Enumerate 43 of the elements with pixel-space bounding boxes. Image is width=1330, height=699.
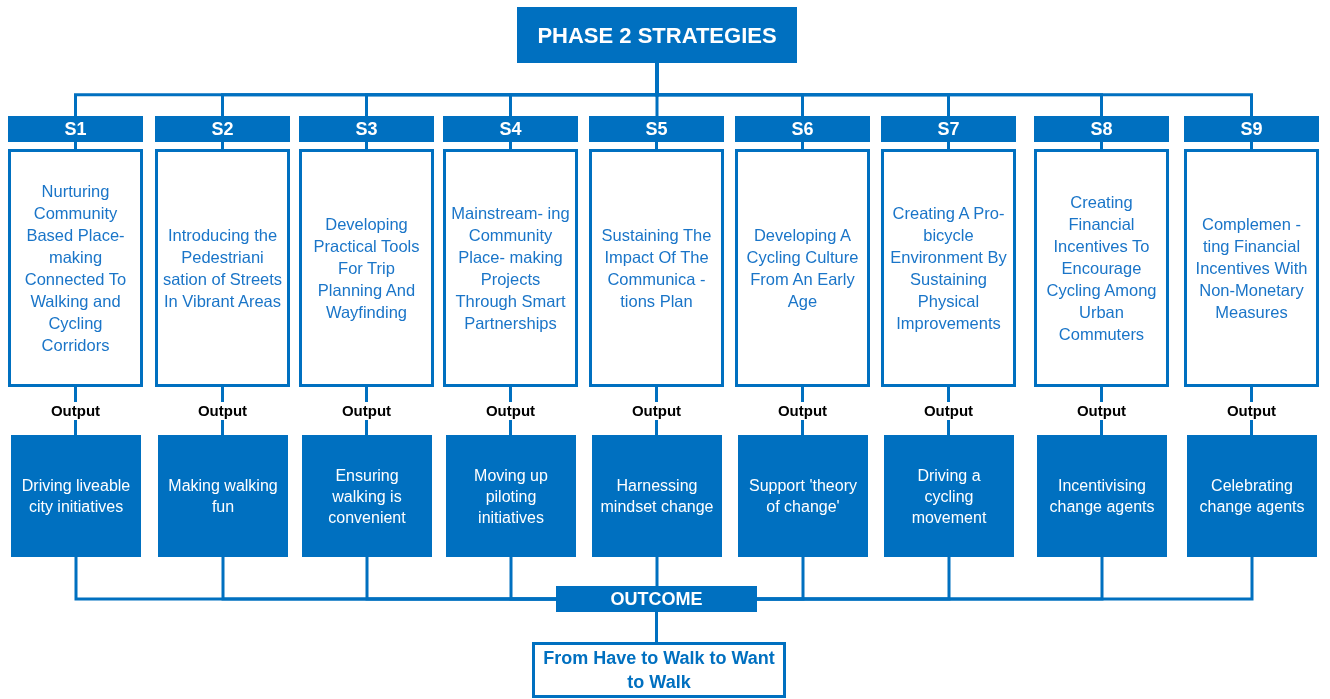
outcome-bar: OUTCOME	[556, 586, 757, 612]
strategy-box: Sustaining The Impact Of The Communica -tions Plan	[589, 149, 724, 387]
result-box: From Have to Walk to Want to Walk	[532, 642, 786, 698]
output-box: Ensuring walking is convenient	[302, 435, 432, 557]
connector-line	[74, 142, 77, 149]
output-box: Incentivising change agents	[1037, 435, 1167, 557]
strategy-header: S6	[735, 116, 870, 142]
output-box: Driving liveable city initiatives	[11, 435, 141, 557]
connector-line	[947, 142, 950, 149]
connector-line	[365, 142, 368, 149]
strategy-box: Developing A Cycling Culture From An Early Age	[735, 149, 870, 387]
strategy-header: S4	[443, 116, 578, 142]
connector-line	[655, 142, 658, 149]
strategy-header: S2	[155, 116, 290, 142]
output-box: Harnessing mindset change	[592, 435, 722, 557]
strategy-header: S1	[8, 116, 143, 142]
connector-line	[757, 557, 1254, 601]
connector-line	[1250, 142, 1253, 149]
output-box: Moving up piloting initiatives	[446, 435, 576, 557]
strategy-box: Developing Practical Tools For Trip Planning And Wayfinding	[299, 149, 434, 387]
strategy-box: Nurturing Community Based Place- making Connected To Walking and Cycling Corridors	[8, 149, 143, 387]
strategy-box: Creating A Pro-bicycle Environment By Sustaining Physical Improvements	[881, 149, 1016, 387]
strategy-box: Introducing the Pedestriani sation of Streets In Vibrant Areas	[155, 149, 290, 387]
connector-line	[509, 142, 512, 149]
strategy-header: S7	[881, 116, 1016, 142]
strategy-header: S3	[299, 116, 434, 142]
output-box: Celebrating change agents	[1187, 435, 1317, 557]
strategy-box: Complemen -ting Financial Incentives With Non-Monetary Measures	[1184, 149, 1319, 387]
connector-line	[655, 557, 659, 586]
connector-line	[509, 557, 556, 601]
title-box: PHASE 2 STRATEGIES	[517, 7, 797, 63]
connector-line	[801, 142, 804, 149]
output-box: Support 'theory of change'	[738, 435, 868, 557]
output-box: Driving a cycling movement	[884, 435, 1014, 557]
connector-line	[655, 612, 658, 642]
connector-line	[1100, 142, 1103, 149]
strategy-header: S9	[1184, 116, 1319, 142]
strategy-header: S8	[1034, 116, 1169, 142]
connector-line	[221, 142, 224, 149]
strategy-box: Mainstream- ing Community Place- making Projects Through Smart Partnerships	[443, 149, 578, 387]
output-box: Making walking fun	[158, 435, 288, 557]
strategy-box: Creating Financial Incentives To Encourage Cycling Among Urban Commuters	[1034, 149, 1169, 387]
strategy-header: S5	[589, 116, 724, 142]
